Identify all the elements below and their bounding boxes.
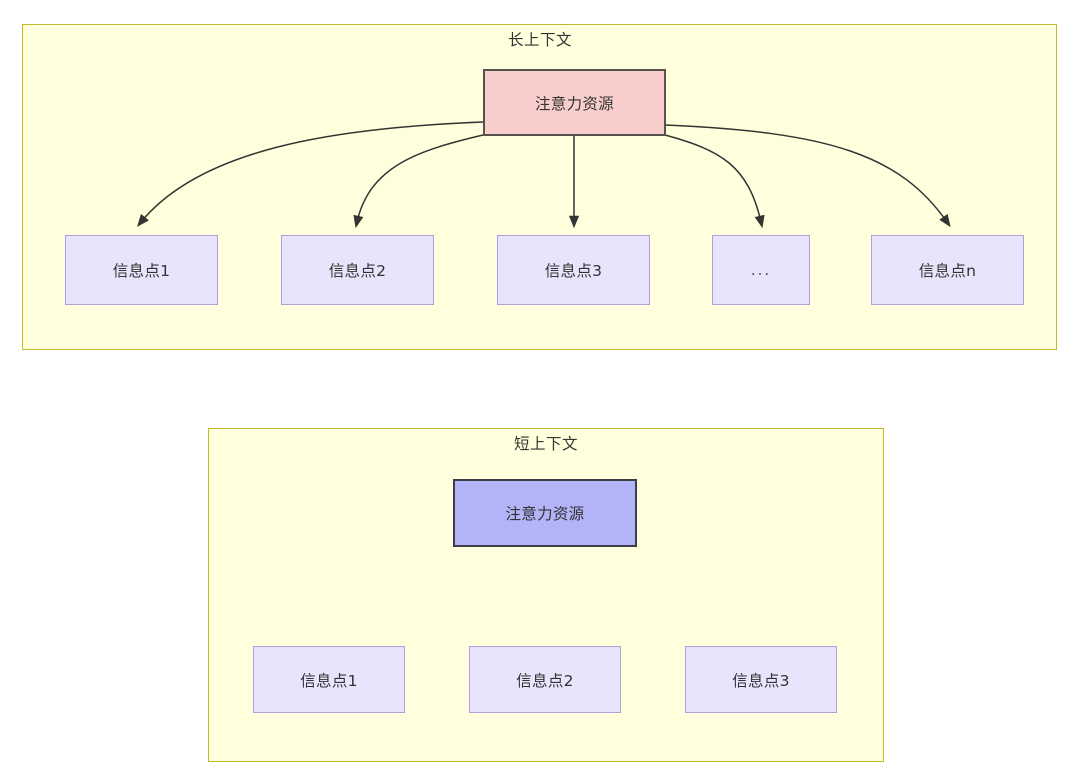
node-info-point-short-1[interactable]: 信息点1 <box>253 646 405 713</box>
node-info-point-long-ellipsis[interactable]: ... <box>712 235 810 305</box>
node-attention-resource-short[interactable]: 注意力资源 <box>453 479 637 547</box>
node-label: 注意力资源 <box>505 505 585 523</box>
node-info-point-short-2[interactable]: 信息点2 <box>469 646 621 713</box>
node-info-point-long-2[interactable]: 信息点2 <box>281 235 434 305</box>
node-label: 信息点3 <box>544 262 603 280</box>
node-label: 信息点2 <box>328 262 387 280</box>
node-info-point-short-3[interactable]: 信息点3 <box>685 646 837 713</box>
node-info-point-long-1[interactable]: 信息点1 <box>65 235 218 305</box>
panel-short-context-title: 短上下文 <box>513 435 578 453</box>
node-label: 信息点3 <box>732 671 790 690</box>
node-attention-resource-long[interactable]: 注意力资源 <box>483 69 666 136</box>
node-label: 注意力资源 <box>534 94 614 113</box>
panel-long-context-title: 长上下文 <box>507 31 572 49</box>
node-info-point-long-3[interactable]: 信息点3 <box>497 235 650 305</box>
node-label: 信息点n <box>918 262 977 280</box>
node-label: 信息点1 <box>300 671 358 690</box>
node-info-point-long-n[interactable]: 信息点n <box>871 235 1024 305</box>
node-label: 信息点2 <box>516 671 574 690</box>
node-label: 信息点1 <box>112 262 171 280</box>
node-label: ... <box>750 261 772 279</box>
